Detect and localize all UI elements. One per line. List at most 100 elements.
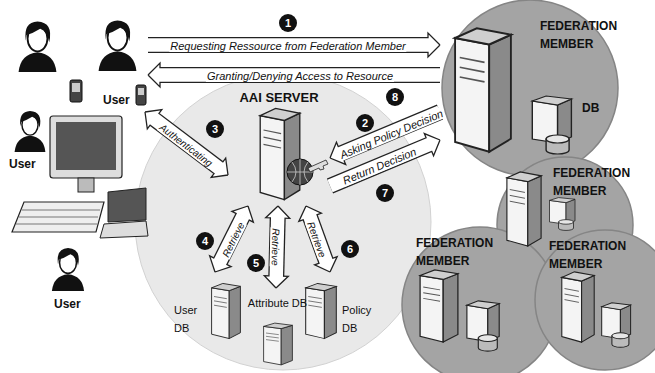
arrow-body [159, 68, 441, 81]
node-title: FEDERATION MEMBER [553, 166, 630, 198]
callout-holder: 7 [376, 183, 394, 202]
node-title: User [103, 93, 130, 107]
callout-number: 8 [386, 88, 404, 106]
flow-arrow [145, 110, 228, 178]
node-label: DB [582, 101, 599, 115]
edge-label-holder: Retrieve [303, 217, 333, 260]
text-holder: User DB [174, 300, 206, 336]
monitor-screen [56, 122, 116, 170]
arrow-body [148, 38, 430, 51]
monitor [50, 116, 122, 178]
member-circle [535, 230, 655, 370]
flow-arrow [264, 206, 289, 288]
keyboard [12, 202, 104, 232]
laptop-base [100, 221, 148, 238]
node-title: Attribute DB [248, 297, 307, 309]
text-holder: FEDERATION MEMBER [549, 236, 641, 272]
edge-label-holder: Requesting Ressource from Federation Mem… [169, 36, 406, 54]
flow-arrow [299, 206, 337, 272]
server-tower [507, 172, 541, 246]
user-figure [19, 22, 57, 72]
text-holder: FEDERATION MEMBER [540, 16, 630, 52]
server-tower [562, 272, 594, 342]
user-node: User [5, 108, 145, 240]
text-holder: DB [582, 98, 612, 116]
arrow-head [264, 276, 288, 288]
callout-holder: 6 [341, 239, 359, 258]
callout-number: 4 [196, 232, 214, 250]
node-title: FEDERATION MEMBER [540, 19, 617, 51]
globe [287, 159, 313, 185]
text-holder: AAI SERVER [228, 88, 330, 106]
database-server [467, 301, 499, 351]
database-server [550, 198, 576, 231]
edge-label: Granting/Denying Access to Resource [206, 70, 394, 82]
server-tower [264, 323, 293, 365]
node-title: AAI SERVER [239, 90, 318, 105]
callout-number: 3 [206, 120, 224, 138]
callout-number: 2 [356, 114, 374, 132]
user-figure [52, 248, 84, 291]
flow-arrow [148, 33, 440, 57]
callout-holder: 1 [279, 13, 297, 32]
callout-number: 7 [376, 184, 394, 202]
user-figure [99, 21, 137, 71]
callout-holder: 8 [386, 87, 404, 106]
database-server [602, 303, 631, 347]
mobile-phone [136, 85, 146, 105]
callout-number: 6 [341, 240, 359, 258]
flow-arrow [148, 63, 440, 87]
monitor-stand [78, 178, 94, 192]
database-server [532, 96, 571, 154]
phone-screen [138, 88, 144, 95]
callout-holder: 4 [196, 231, 214, 250]
edge-label: Retrieve [305, 219, 329, 260]
node-title: FEDERATION MEMBER [549, 239, 626, 271]
callout-number: 5 [247, 254, 265, 272]
node-title: User [54, 297, 81, 311]
edge-label: Requesting Ressource from Federation Mem… [169, 40, 406, 52]
arrow-outline [148, 37, 428, 53]
member-circle [442, 0, 618, 176]
laptop-screen [108, 188, 146, 222]
user-node: User [85, 8, 148, 110]
server-tower [260, 108, 300, 199]
text-holder: Attribute DB [245, 293, 310, 311]
edge-label-holder: Retrieve [268, 227, 287, 267]
callout-holder: 5 [247, 253, 265, 272]
keyboard-keys [16, 210, 100, 224]
edge-label: Retrieve [219, 220, 246, 260]
edge-label-holder: Granting/Denying Access to Resource [206, 66, 394, 84]
mobile-phone [70, 80, 82, 102]
user-figure [15, 111, 46, 152]
node-title: Policy DB [342, 304, 371, 334]
text-holder: FEDERATION MEMBER [553, 163, 645, 199]
node-title: User DB [174, 304, 197, 334]
server-tower [212, 283, 241, 338]
server-tower [306, 283, 337, 338]
aai-region [135, 74, 431, 370]
user-node: User [30, 242, 120, 314]
edge-label: Retrieve [270, 227, 282, 267]
text-holder: User [9, 154, 49, 172]
arrow-head [148, 63, 160, 87]
edge-label-holder: Retrieve [215, 217, 249, 260]
phone-screen [72, 83, 80, 92]
key [308, 160, 328, 172]
callout-number: 1 [279, 14, 297, 32]
node-title: User [9, 157, 36, 171]
edge-label: Asking Policy Decision [337, 106, 446, 161]
text-holder: User [54, 294, 94, 312]
arrow-head [266, 206, 290, 218]
callout-holder: 2 [356, 113, 374, 132]
server-tower [420, 270, 458, 342]
callout-holder: 3 [206, 119, 224, 138]
text-holder: User [103, 90, 145, 108]
text-holder: FEDERATION MEMBER [416, 233, 508, 269]
text-holder: Policy DB [342, 300, 378, 336]
arrow-head [428, 33, 440, 57]
globe-lines [287, 159, 313, 185]
node-title: FEDERATION MEMBER [416, 236, 493, 268]
server-tower [455, 28, 511, 152]
